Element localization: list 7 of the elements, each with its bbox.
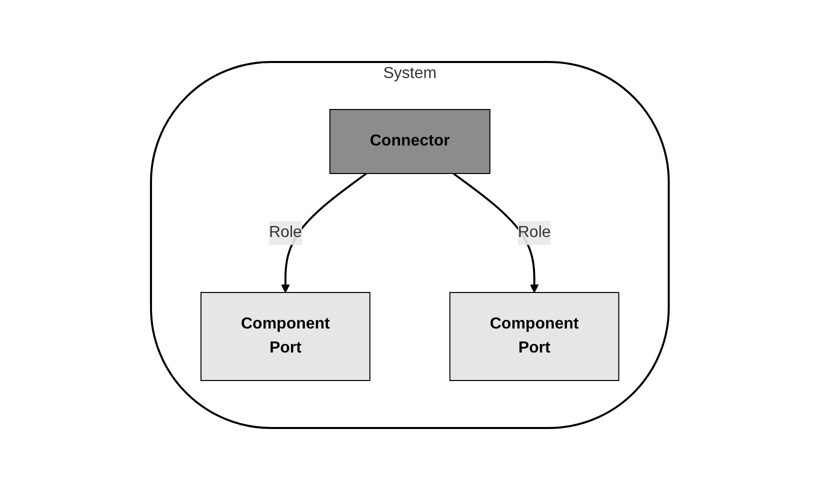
edge-label: Role — [517, 224, 550, 240]
edge-label: Role — [268, 224, 302, 240]
node-box: Connector — [329, 108, 490, 174]
arrow — [452, 172, 538, 292]
arrow — [280, 172, 367, 292]
node-box: Component Port — [449, 292, 619, 380]
node-box: Component Port — [200, 292, 370, 380]
